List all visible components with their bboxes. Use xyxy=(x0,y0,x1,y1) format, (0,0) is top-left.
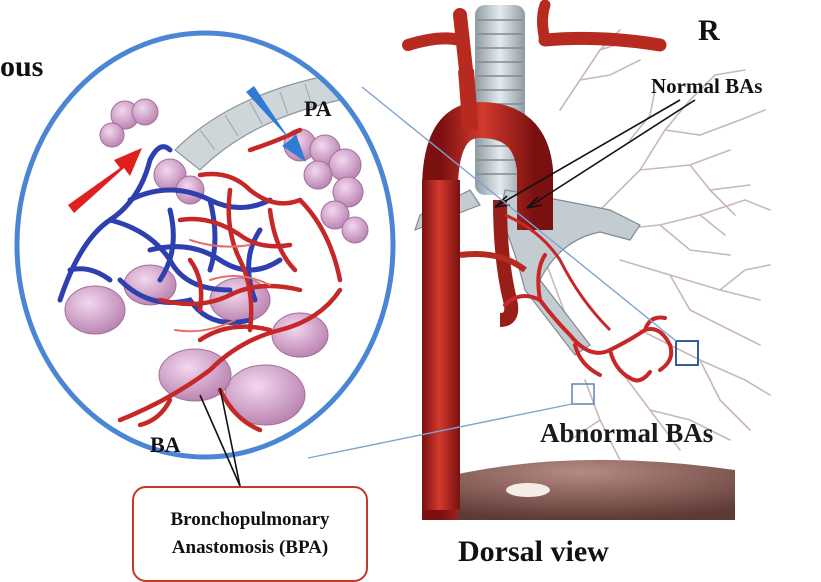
bpa-callout-line1: Bronchopulmonary xyxy=(170,506,329,534)
normal-bas-label: Normal BAs xyxy=(651,74,762,99)
magnified-view xyxy=(0,0,420,470)
bpa-callout-line2: Anastomosis (BPA) xyxy=(172,534,328,562)
right-side-label: R xyxy=(698,14,720,48)
view-caption: Dorsal view xyxy=(458,535,609,569)
descending-aorta xyxy=(422,180,460,510)
bpa-callout: Bronchopulmonary Anastomosis (BPA) xyxy=(132,486,368,582)
diaphragm xyxy=(425,460,735,520)
abnormal-bas-label: Abnormal BAs xyxy=(540,418,713,449)
pa-label: PA xyxy=(304,96,332,122)
ba-label: BA xyxy=(150,432,181,458)
partial-left-label: ous xyxy=(0,50,43,84)
